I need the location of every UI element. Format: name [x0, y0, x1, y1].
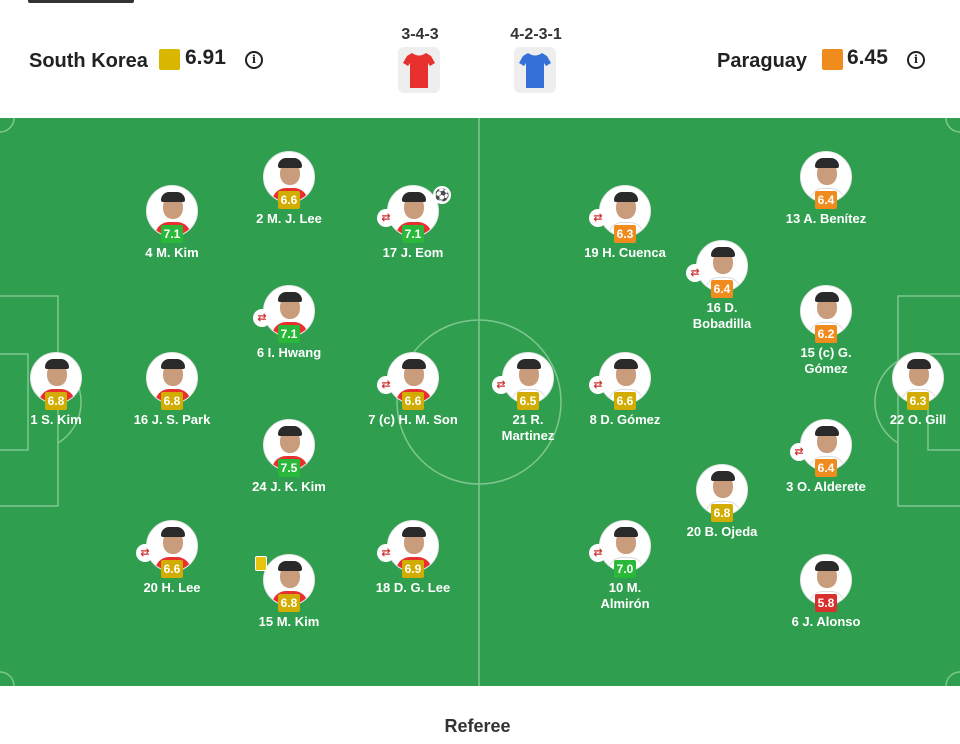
substitution-icon: ⇄ [377, 209, 395, 227]
player-rating-badge: 7.1 [402, 225, 424, 243]
player-rating-badge: 6.6 [402, 392, 424, 410]
player-j-s-park[interactable]: 6.8 16 J. S. Park [102, 352, 242, 428]
player-name: 22 O. Gill [889, 412, 947, 427]
player-name: 16 J. S. Park [133, 412, 211, 427]
yellow-card-icon [255, 556, 267, 571]
player-name: 17 J. Eom [382, 245, 444, 260]
player-name: 20 H. Lee [143, 580, 201, 595]
player-rating-badge: 5.8 [815, 594, 837, 612]
player-b-ojeda[interactable]: 6.8 20 B. Ojeda [652, 464, 792, 540]
away-info-icon[interactable]: i [907, 51, 925, 69]
player-r-martinez[interactable]: 6.5 21 R. Martinez ⇄ [458, 352, 598, 444]
player-name: 3 O. Alderete [786, 479, 866, 494]
player-o-gill[interactable]: 6.3 22 O. Gill [848, 352, 960, 428]
away-team-name[interactable]: Paraguay [717, 50, 808, 72]
player-name: 10 M. Almirón [600, 580, 650, 611]
player-d-g-lee[interactable]: 6.9 18 D. G. Lee ⇄ [343, 520, 483, 596]
player-rating-badge: 7.5 [278, 459, 300, 477]
substitution-icon: ⇄ [589, 209, 607, 227]
home-formation: 3-4-3 [401, 26, 439, 43]
away-team-rating: 6.45 [847, 46, 888, 69]
player-name: 2 M. J. Lee [256, 211, 322, 226]
home-kit-icon [398, 47, 440, 93]
player-rating-badge: 6.4 [815, 191, 837, 209]
player-m-kim-4[interactable]: 7.1 4 M. Kim [102, 185, 242, 261]
player-rating-badge: 6.8 [45, 392, 67, 410]
away-team-rating-square [822, 49, 843, 70]
home-team-name[interactable]: South Korea [29, 50, 148, 72]
player-h-m-son[interactable]: 6.6 7 (c) H. M. Son ⇄ [343, 352, 483, 428]
home-info-icon[interactable]: i [245, 51, 263, 69]
home-team-rating-square [159, 49, 180, 70]
player-name: 15 M. Kim [258, 614, 320, 629]
player-rating-badge: 6.3 [614, 225, 636, 243]
player-rating-badge: 6.8 [711, 504, 733, 522]
player-rating-badge: 6.4 [815, 459, 837, 477]
substitution-icon: ⇄ [686, 264, 704, 282]
player-j-eom[interactable]: 7.1 17 J. Eom ⇄ ⚽ [343, 185, 483, 261]
away-formation: 4-2-3-1 [510, 26, 562, 43]
player-name: 15 (c) G. Gómez [800, 345, 852, 376]
player-m-almiron[interactable]: 7.0 10 M. Almirón ⇄ [555, 520, 695, 612]
player-name: 6 J. Alonso [791, 614, 861, 629]
player-name: 24 J. K. Kim [252, 479, 326, 494]
player-name: 19 H. Cuenca [584, 245, 666, 260]
active-tab-indicator [28, 0, 134, 3]
player-s-kim[interactable]: 6.8 1 S. Kim [0, 352, 126, 428]
substitution-icon: ⇄ [790, 443, 808, 461]
player-rating-badge: 6.5 [517, 392, 539, 410]
player-rating-badge: 6.2 [815, 325, 837, 343]
substitution-icon: ⇄ [589, 544, 607, 562]
player-g-gomez[interactable]: 6.2 15 (c) G. Gómez [756, 285, 896, 377]
player-h-cuenca[interactable]: 6.3 19 H. Cuenca ⇄ [555, 185, 695, 261]
substitution-icon: ⇄ [589, 376, 607, 394]
home-team-rating: 6.91 [185, 46, 226, 69]
substitution-icon: ⇄ [136, 544, 154, 562]
player-name: 8 D. Gómez [589, 412, 661, 427]
player-d-gomez[interactable]: 6.6 8 D. Gómez ⇄ [555, 352, 695, 428]
player-d-bobadilla[interactable]: 6.4 16 D. Bobadilla ⇄ [652, 240, 792, 332]
player-name: 18 D. G. Lee [375, 580, 451, 595]
player-h-lee[interactable]: 6.6 20 H. Lee ⇄ [102, 520, 242, 596]
player-rating-badge: 7.1 [278, 325, 300, 343]
player-rating-badge: 7.1 [161, 225, 183, 243]
match-header: South Korea 6.91 i 3-4-3 4-2-3-1 Paragua… [0, 0, 960, 118]
player-name: 1 S. Kim [30, 412, 82, 427]
player-name: 6 I. Hwang [256, 345, 322, 360]
player-m-kim-15[interactable]: 6.8 15 M. Kim [219, 554, 359, 630]
away-kit-icon [514, 47, 556, 93]
player-j-k-kim[interactable]: 7.5 24 J. K. Kim [219, 419, 359, 495]
player-name: 16 D. Bobadilla [692, 300, 752, 331]
player-m-j-lee[interactable]: 6.6 2 M. J. Lee [219, 151, 359, 227]
player-rating-badge: 6.6 [278, 191, 300, 209]
player-rating-badge: 6.8 [161, 392, 183, 410]
player-rating-badge: 6.4 [711, 280, 733, 298]
player-rating-badge: 6.8 [278, 594, 300, 612]
player-avatar [696, 464, 748, 516]
player-name: 20 B. Ojeda [686, 524, 758, 539]
player-rating-badge: 6.6 [614, 392, 636, 410]
substitution-icon: ⇄ [377, 544, 395, 562]
player-i-hwang[interactable]: 7.1 6 I. Hwang ⇄ [219, 285, 359, 361]
player-rating-badge: 6.3 [907, 392, 929, 410]
player-name: 21 R. Martinez [501, 412, 555, 443]
player-name: 4 M. Kim [145, 245, 199, 260]
pitch: 6.8 1 S. Kim 6.8 16 J. S. Park 7.1 4 M. Kim 6.… [0, 118, 960, 686]
substitution-icon: ⇄ [253, 309, 271, 327]
goal-ball-icon: ⚽ [433, 186, 451, 204]
player-avatar [599, 352, 651, 404]
player-o-alderete[interactable]: 6.4 3 O. Alderete ⇄ [756, 419, 896, 495]
player-rating-badge: 6.6 [161, 560, 183, 578]
player-rating-badge: 6.9 [402, 560, 424, 578]
substitution-icon: ⇄ [377, 376, 395, 394]
player-j-alonso[interactable]: 5.8 6 J. Alonso [756, 554, 896, 630]
player-name: 13 A. Benítez [785, 211, 867, 226]
player-name: 7 (c) H. M. Son [368, 412, 458, 427]
substitution-icon: ⇄ [492, 376, 510, 394]
referee-heading: Referee [444, 716, 511, 736]
player-a-benitez[interactable]: 6.4 13 A. Benítez [756, 151, 896, 227]
player-rating-badge: 7.0 [614, 560, 636, 578]
